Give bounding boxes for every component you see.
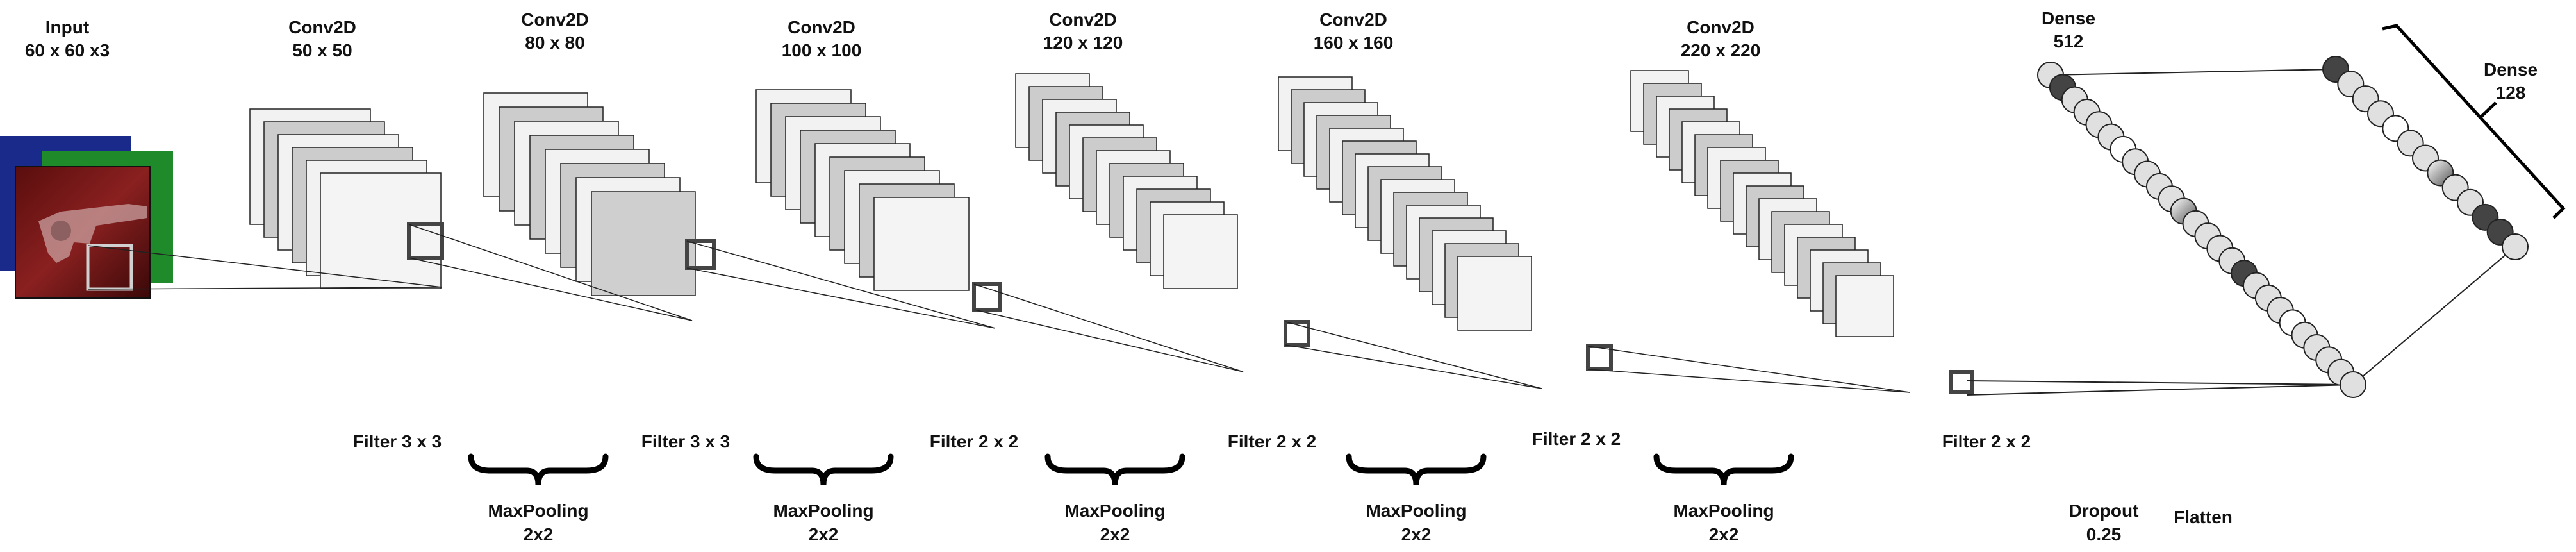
dense-connection-line: [1967, 380, 2354, 385]
filter-size-label: Filter 2 x 2: [1942, 431, 2031, 451]
maxpooling-brace: [1346, 453, 1487, 485]
dense-connection-line: [2050, 69, 2336, 76]
filter-projection-line: [1587, 369, 1910, 393]
conv-stack-3: [755, 89, 1002, 312]
maxpooling-title: MaxPooling: [1366, 501, 1466, 521]
conv-layer-title: Conv2D: [521, 10, 589, 29]
conv-stack-1: [249, 108, 444, 289]
revolver-photo-icon: [0, 136, 173, 299]
filter-projection-line: [973, 283, 1244, 372]
dense-512-size: 512: [2054, 31, 2084, 51]
filter-window: [1586, 344, 1613, 371]
maxpooling-title: MaxPooling: [1673, 501, 1774, 521]
filter-projection-line: [1285, 344, 1542, 389]
conv-stack-5: [1278, 76, 1613, 371]
maxpooling-brace: [1044, 453, 1185, 485]
conv-layer-title: Conv2D: [1319, 10, 1387, 29]
feature-map-front: [320, 172, 442, 289]
dense-connection-line: [2352, 246, 2516, 385]
conv-layer-size: 100 x 100: [782, 40, 862, 60]
dense-128-bracket: [2382, 24, 2566, 219]
dense-128-node: [2502, 233, 2529, 260]
dense-connection-line: [1967, 384, 2354, 396]
conv-layer-title: Conv2D: [788, 17, 855, 37]
dense-128-size: 128: [2496, 83, 2526, 103]
filter-size-label: Filter 3 x 3: [353, 431, 442, 451]
filter-projection-line: [1587, 346, 1910, 393]
maxpooling-brace: [468, 453, 609, 485]
maxpooling-brace: [1653, 453, 1794, 485]
maxpooling-title: MaxPooling: [773, 501, 873, 521]
dense-512-title: Dense: [2042, 8, 2095, 28]
maxpooling-title: MaxPooling: [1064, 501, 1165, 521]
filter-projection-line: [408, 257, 693, 321]
filter-connections: [87, 224, 1910, 393]
dense-128-bracket-tick: [2480, 101, 2497, 118]
dropout-title: Dropout: [2069, 501, 2139, 521]
dense-128-title: Dense: [2484, 60, 2538, 79]
filter-projection-line: [1285, 321, 1542, 389]
maxpooling-size: 2x2: [524, 524, 554, 544]
maxpooling-title: MaxPooling: [488, 501, 588, 521]
conv-stack-6: [1630, 70, 1974, 394]
conv-layer-title: Conv2D: [1049, 10, 1117, 29]
filter-size-label: Filter 3 x 3: [641, 431, 731, 451]
feature-map-front: [873, 197, 970, 291]
filter-projection-line: [87, 245, 443, 288]
feature-map-front: [591, 191, 696, 296]
filter-size-label: Filter 2 x 2: [1228, 431, 1317, 451]
conv-layer-size: 80 x 80: [525, 33, 584, 53]
filter-window: [1949, 370, 1974, 394]
dense-512-node: [2340, 371, 2366, 398]
filter-projection-line: [686, 267, 996, 329]
filter-projection-line: [686, 240, 996, 329]
feature-map-front: [1457, 256, 1532, 331]
filter-window: [407, 222, 444, 260]
feature-map-front: [1835, 275, 1894, 337]
filter-projection-line: [87, 287, 443, 290]
filter-projection-line: [973, 309, 1244, 372]
filter-projection-line: [408, 224, 693, 321]
feature-map-front: [1163, 214, 1238, 289]
conv-layer-title: Conv2D: [1687, 17, 1754, 37]
dropout-value: 0.25: [2086, 524, 2122, 544]
revolver-cylinder: [51, 221, 71, 241]
maxpooling-size: 2x2: [1100, 524, 1130, 544]
flatten-label: Flatten: [2174, 507, 2233, 527]
filter-window: [972, 282, 1002, 312]
conv-layer-size: 120 x 120: [1043, 33, 1123, 53]
maxpooling-size: 2x2: [1709, 524, 1739, 544]
maxpooling-size: 2x2: [809, 524, 839, 544]
conv-layer-title: Conv2D: [288, 17, 356, 37]
conv-layer-size: 50 x 50: [292, 40, 352, 60]
red-channel: [15, 166, 151, 299]
input-size: 60 x 60 x3: [25, 40, 110, 60]
filter-size-label: Filter 2 x 2: [930, 431, 1019, 451]
layer-labels: Conv2D 50 x 50 Conv2D 80 x 80 Conv2D 100 x 10…: [288, 10, 2233, 544]
filter-window: [1284, 320, 1310, 347]
revolver-shape: [38, 204, 147, 263]
input-block: Input 60 x 60 x3: [0, 17, 173, 299]
input-title: Input: [45, 17, 89, 37]
conv-layer-size: 160 x 160: [1314, 33, 1394, 53]
maxpooling-size: 2x2: [1401, 524, 1432, 544]
conv-stack-4: [1015, 73, 1310, 347]
conv-layers: [249, 70, 1974, 394]
conv-stack-2: [483, 92, 716, 296]
filter-size-label: Filter 2 x 2: [1532, 429, 1621, 449]
conv-layer-size: 220 x 220: [1681, 40, 1761, 60]
maxpooling-brace: [753, 453, 894, 485]
filter-window: [685, 239, 716, 270]
